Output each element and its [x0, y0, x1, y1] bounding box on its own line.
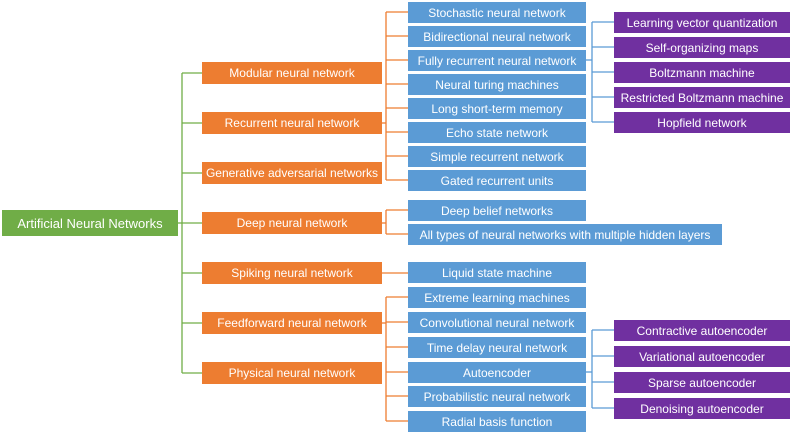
feedforward-type-convolutional: Convolutional neural network — [408, 312, 586, 333]
fully-recurrent-type-lvq: Learning vector quantization — [614, 12, 790, 33]
root-node: Artificial Neural Networks — [2, 210, 178, 236]
recurrent-type-fully-recurrent: Fully recurrent neural network — [408, 50, 586, 71]
recurrent-type-lstm: Long short-term memory — [408, 98, 586, 119]
feedforward-type-autoencoder: Autoencoder — [408, 362, 586, 383]
autoencoder-type-sparse: Sparse autoencoder — [614, 372, 790, 393]
category-spiking: Spiking neural network — [202, 262, 382, 284]
feedforward-type-radial-basis: Radial basis function — [408, 411, 586, 432]
feedforward-type-probabilistic: Probabilistic neural network — [408, 386, 586, 407]
recurrent-type-simple-recurrent: Simple recurrent network — [408, 146, 586, 167]
spiking-type-liquid-state: Liquid state machine — [408, 262, 586, 283]
recurrent-type-echo-state: Echo state network — [408, 122, 586, 143]
autoencoder-type-contractive: Contractive autoencoder — [614, 320, 790, 341]
category-modular: Modular neural network — [202, 62, 382, 84]
deep-type-multiple-hidden-layers: All types of neural networks with multip… — [408, 224, 722, 245]
category-generative-adversarial: Generative adversarial networks — [202, 162, 382, 184]
autoencoder-type-denoising: Denoising autoencoder — [614, 398, 790, 419]
recurrent-type-gated-recurrent: Gated recurrent units — [408, 170, 586, 191]
recurrent-type-bidirectional: Bidirectional neural network — [408, 26, 586, 47]
fully-recurrent-type-rbm: Restricted Boltzmann machine — [614, 87, 790, 108]
category-feedforward: Feedforward neural network — [202, 312, 382, 334]
fully-recurrent-type-boltzmann: Boltzmann machine — [614, 62, 790, 83]
category-physical: Physical neural network — [202, 362, 382, 384]
recurrent-type-stochastic: Stochastic neural network — [408, 2, 586, 23]
fully-recurrent-type-som: Self-organizing maps — [614, 37, 790, 58]
category-deep: Deep neural network — [202, 212, 382, 234]
deep-type-belief-networks: Deep belief networks — [408, 200, 586, 221]
fully-recurrent-type-hopfield: Hopfield network — [614, 112, 790, 133]
feedforward-type-extreme-learning: Extreme learning machines — [408, 287, 586, 308]
category-recurrent: Recurrent neural network — [202, 112, 382, 134]
recurrent-type-neural-turing: Neural turing machines — [408, 74, 586, 95]
feedforward-type-time-delay: Time delay neural network — [408, 337, 586, 358]
autoencoder-type-variational: Variational autoencoder — [614, 346, 790, 367]
